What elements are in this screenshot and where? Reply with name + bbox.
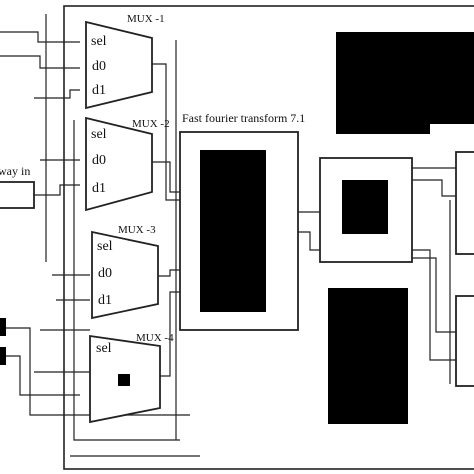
mux-3-d1: d1 [98,293,112,308]
mux-3: MUX -3 sel d0 d1 [91,224,159,320]
mux-1-d1: d1 [92,83,106,98]
mux-3-d0: d0 [98,266,112,281]
mux-3-title: MUX -3 [118,224,156,236]
input-block-1 [0,318,6,336]
mux-1-sel: sel [91,34,107,49]
fft-title: Fast fourier transform 7.1 [182,111,305,125]
mux-4-block [118,374,130,386]
top-right-block [336,32,474,134]
input-block-2 [0,347,6,365]
way-in-box [0,181,35,209]
bottom-block [328,288,408,424]
mux-3-sel: sel [97,239,113,254]
way-in-label: way in [0,164,30,178]
proc-core [342,180,388,234]
mux-2-sel: sel [91,127,107,142]
mux-2: MUX -2 sel d0 d1 [85,116,170,212]
output-wires [412,167,456,384]
mux-2-d0: d0 [92,153,106,168]
mux-output-wires [152,40,180,440]
mux-4-title: MUX -4 [136,332,174,344]
output-box-1 [455,151,474,255]
mux-4-sel: sel [96,341,112,356]
mux-2-title: MUX -2 [132,118,170,130]
mux-2-d1: d1 [92,181,106,196]
fft-core [200,150,266,312]
mux-1-d0: d0 [92,59,106,74]
mux-1-title: MUX -1 [127,13,165,25]
mux-1: MUX -1 sel d0 d1 [85,13,165,110]
fft-to-proc-wire-2 [298,231,320,251]
mux-4: MUX -4 sel [89,332,174,424]
output-box-2 [455,295,474,387]
